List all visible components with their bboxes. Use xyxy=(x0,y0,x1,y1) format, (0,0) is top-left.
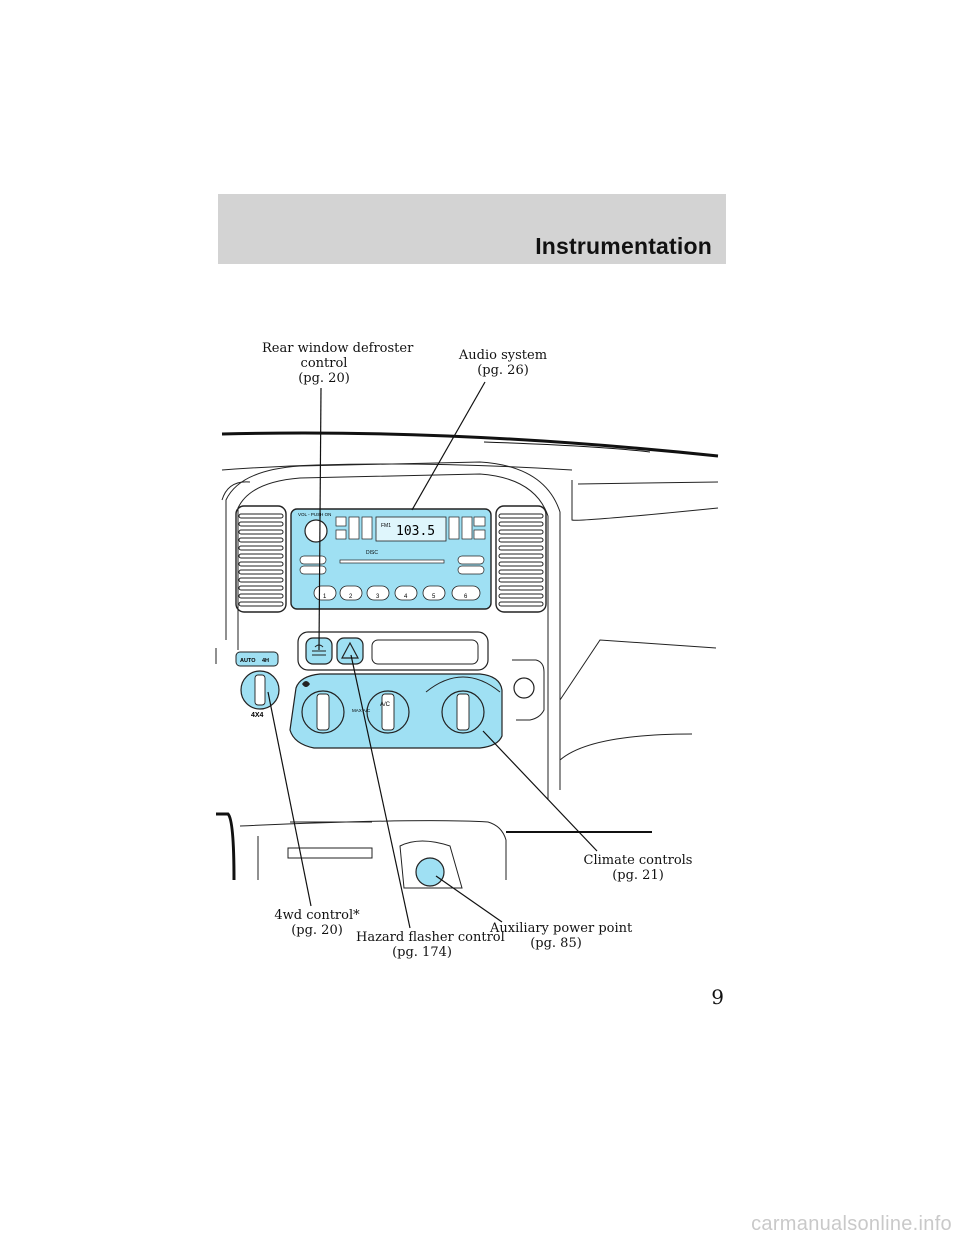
scan-button[interactable] xyxy=(473,516,486,527)
hazard-triangle-icon xyxy=(341,641,359,659)
right-air-vent xyxy=(495,505,547,613)
callout-line: control xyxy=(300,356,348,371)
am-fm-button[interactable] xyxy=(335,516,347,527)
callout-leader-lines xyxy=(267,381,598,929)
right-dash-button xyxy=(513,677,535,699)
frequency-readout: 103.5 xyxy=(396,524,435,539)
4wd-knob-label: 4X4 xyxy=(251,712,264,719)
storage-slot xyxy=(371,639,479,665)
hazard-flasher-button[interactable] xyxy=(336,637,364,665)
4wd-high-label: 4H xyxy=(262,658,269,664)
callout-line: Audio system xyxy=(458,348,548,363)
max-ac-label: MAX A/C xyxy=(352,708,371,713)
switch-bezel xyxy=(297,631,489,671)
callout-rear-defroster: Rear window defroster control (pg. 20) xyxy=(262,341,414,386)
section-header-band: Instrumentation xyxy=(218,194,726,264)
callout-line: (pg. 85) xyxy=(530,936,582,951)
preset-label: 3 xyxy=(376,594,380,600)
autoset-button[interactable] xyxy=(473,529,486,540)
rear-defroster-button[interactable] xyxy=(305,637,333,665)
callout-4wd-control: 4wd control* (pg. 20) xyxy=(268,908,366,938)
balance-button[interactable] xyxy=(448,516,460,540)
4wd-auto-label: AUTO xyxy=(240,658,256,664)
eject-label: DISC xyxy=(366,550,378,556)
watermark: carmanualsonline.info xyxy=(751,1213,952,1235)
auxiliary-power-point xyxy=(415,857,445,887)
preset-5-button[interactable] xyxy=(422,585,446,601)
left-air-vent xyxy=(235,505,287,613)
tune-button[interactable] xyxy=(299,565,327,575)
preset-6-button[interactable] xyxy=(451,585,481,601)
callout-line: (pg. 26) xyxy=(477,363,529,378)
preset-2-button[interactable] xyxy=(339,585,363,601)
preset-label: 1 xyxy=(323,594,327,600)
callout-line: Auxiliary power point xyxy=(490,921,633,936)
seek-button[interactable] xyxy=(299,555,327,565)
band-indicator: FM1 xyxy=(381,523,391,529)
fan-icon xyxy=(302,681,310,687)
comp-button[interactable] xyxy=(457,565,485,575)
callout-line: Climate controls xyxy=(583,853,693,868)
temperature-scale xyxy=(425,676,501,693)
preset-label: 2 xyxy=(349,594,353,600)
callout-line: (pg. 20) xyxy=(291,923,343,938)
callout-line: Hazard flasher control xyxy=(356,930,505,945)
4wd-control: AUTO 4H 4X4 xyxy=(235,651,280,719)
callout-climate-controls: Climate controls (pg. 21) xyxy=(582,853,694,883)
radio-display xyxy=(375,516,447,542)
callout-hazard-flasher: Hazard flasher control (pg. 174) xyxy=(356,930,505,960)
callout-line: (pg. 174) xyxy=(392,945,452,960)
callout-line: Rear window defroster xyxy=(262,341,414,356)
callout-audio-system: Audio system (pg. 26) xyxy=(448,348,558,378)
preset-label: 5 xyxy=(432,594,436,600)
callout-line: (pg. 21) xyxy=(612,868,664,883)
volume-knob[interactable] xyxy=(304,519,328,543)
ac-label: A/C xyxy=(380,702,391,708)
callout-line: 4wd control* xyxy=(274,908,360,923)
page-number: 9 xyxy=(711,985,724,1009)
bass-button[interactable] xyxy=(348,516,360,540)
treble-button[interactable] xyxy=(361,516,373,540)
volume-knob-label: VOL - PUSH ON xyxy=(298,512,331,517)
preset-4-button[interactable] xyxy=(394,585,418,601)
audio-system-unit: VOL - PUSH ON FM1 103.5 DISC 1 2 3 4 5 6 xyxy=(290,508,492,610)
cd-slot xyxy=(339,559,445,564)
callout-aux-power: Auxiliary power point (pg. 85) xyxy=(490,921,633,951)
preset-label: 4 xyxy=(404,594,408,600)
fade-button[interactable] xyxy=(461,516,473,540)
preset-label: 6 xyxy=(464,594,468,600)
tape-button[interactable] xyxy=(457,555,485,565)
callout-line: (pg. 20) xyxy=(298,371,350,386)
preset-3-button[interactable] xyxy=(366,585,390,601)
cd-mode-button[interactable] xyxy=(335,529,347,540)
section-title: Instrumentation xyxy=(535,233,712,259)
climate-control-panel: A/C MAX A/C xyxy=(289,673,503,749)
